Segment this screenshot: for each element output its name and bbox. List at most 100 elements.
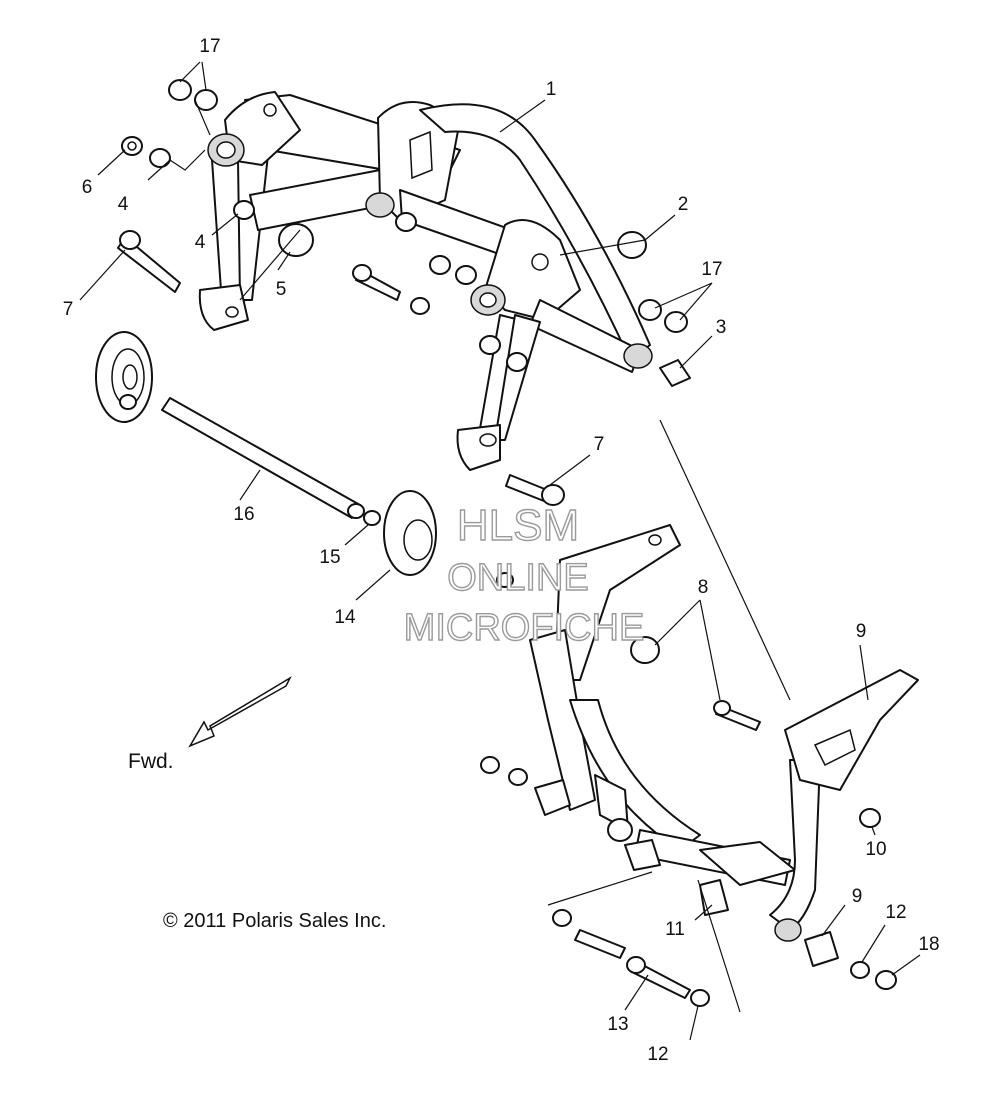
left-pivot-bushing-bore — [216, 141, 236, 159]
watermark-line-1: HLSM — [457, 501, 579, 550]
idler-wheel-left-bore — [122, 364, 138, 390]
washer-lower-left — [508, 768, 528, 786]
callout-12-right: 12 — [885, 902, 906, 923]
bushing-4-upper — [149, 148, 171, 168]
rear-arm-plate-hole — [648, 534, 662, 546]
callout-9-lower: 9 — [852, 886, 863, 907]
leader-5b — [239, 229, 301, 301]
idler-wheel-assembly — [95, 331, 437, 576]
callout-12-lower: 12 — [647, 1044, 668, 1065]
bushing-4-lower — [233, 200, 255, 220]
leader-17-right — [654, 282, 713, 321]
leader-rail-to-plate — [659, 419, 791, 701]
bolt-13-head — [626, 956, 646, 974]
callout-7-upper: 7 — [63, 299, 74, 320]
callout-17-right: 17 — [701, 259, 722, 280]
washer-12-right — [850, 961, 870, 979]
spacer-lower-a — [534, 779, 571, 816]
leader-8 — [654, 599, 721, 701]
front-arm-right-foot-hole — [479, 433, 497, 447]
leader-16 — [239, 469, 261, 501]
front-arm-right-bracket-hole — [531, 253, 549, 271]
leader-7-upper — [79, 249, 126, 301]
direction-label: Fwd. — [128, 750, 174, 773]
nut-lower-left — [480, 756, 500, 774]
cap-17-right-a — [638, 299, 662, 321]
front-arm-right-brace — [494, 314, 541, 441]
bolt-7-lower-nut — [541, 484, 565, 506]
callout-18: 18 — [918, 934, 939, 955]
leader-5 — [277, 251, 291, 271]
upper-hardware — [117, 79, 691, 506]
nut-10 — [859, 808, 881, 828]
washer-center-a — [429, 255, 451, 275]
leader-15 — [344, 524, 369, 546]
nut-18 — [875, 970, 897, 990]
rear-arm-right-plate-9 — [784, 669, 919, 791]
callout-7-lower: 7 — [594, 434, 605, 455]
watermark-line-3: MICROFICHE — [404, 607, 645, 649]
leader-11 — [694, 904, 713, 921]
leader-9-lower — [821, 904, 846, 937]
spacer-center — [395, 212, 417, 232]
right-end-bushing — [623, 343, 653, 369]
rear-curved-rail — [419, 103, 651, 361]
leader-12-lower — [689, 1005, 699, 1041]
bolt-8-head — [713, 700, 731, 716]
front-arm-right-bracket — [484, 219, 581, 321]
cap-17-right-b — [664, 311, 688, 333]
rear-arm-curved-rail — [569, 699, 701, 851]
nut-center — [410, 297, 430, 315]
right-pivot-bushing-bore — [479, 292, 497, 308]
callout-4-lower: 4 — [195, 232, 206, 253]
rear-arm-right-leg — [769, 759, 821, 931]
front-arm-left-foot-hole — [225, 306, 239, 318]
front-arm-left-foot — [198, 284, 249, 331]
front-arm-right-lower-tube — [529, 299, 641, 373]
bushing-lower-a — [607, 818, 633, 842]
callout-11: 11 — [665, 919, 685, 940]
forward-arrow-shape — [188, 676, 292, 748]
callout-5: 5 — [276, 279, 287, 300]
leader-18 — [891, 954, 921, 976]
spacer-9-lower — [804, 931, 839, 967]
leader-9-upper — [859, 644, 869, 701]
callout-10: 10 — [865, 839, 886, 860]
callout-6: 6 — [82, 177, 93, 198]
callout-14: 14 — [334, 607, 356, 628]
bolt-center-head — [352, 264, 372, 282]
washer-15-left — [119, 394, 137, 410]
cap-2 — [617, 231, 647, 259]
front-arm-center-slot — [409, 130, 433, 180]
copyright-text: © 2011 Polaris Sales Inc. — [163, 910, 386, 932]
forward-arrow-icon — [188, 676, 292, 748]
callout-15: 15 — [319, 547, 340, 568]
cap-17-left-a — [168, 79, 192, 101]
leader-17-left — [179, 61, 207, 91]
leader-4-upper — [147, 149, 206, 181]
axle-16-end — [347, 503, 365, 519]
leader-lines — [79, 61, 921, 1041]
washer-15-right — [363, 510, 381, 526]
spacer-3 — [659, 359, 691, 387]
watermark: HLSM ONLINE MICROFICHE — [403, 500, 645, 649]
leader-2 — [559, 214, 676, 256]
spacer-lower-b — [624, 839, 661, 871]
bolt-13-upper — [574, 929, 626, 959]
leader-4-lower — [211, 213, 239, 236]
leader-6 — [97, 149, 126, 176]
washer-12-lower — [690, 989, 710, 1007]
callout-1: 1 — [546, 79, 557, 100]
watermark-line-2: ONLINE — [447, 557, 588, 599]
center-pivot-bushing — [365, 192, 395, 218]
front-arm-left-bracket-hole — [263, 103, 277, 117]
idler-wheel-right-hub — [403, 519, 433, 561]
washer-center-b — [455, 265, 477, 285]
washer-12-left — [552, 909, 572, 927]
callout-4-upper: 4 — [118, 194, 129, 215]
callout-17-left: 17 — [199, 36, 220, 57]
cap-8 — [630, 636, 660, 664]
callout-8: 8 — [698, 577, 709, 598]
